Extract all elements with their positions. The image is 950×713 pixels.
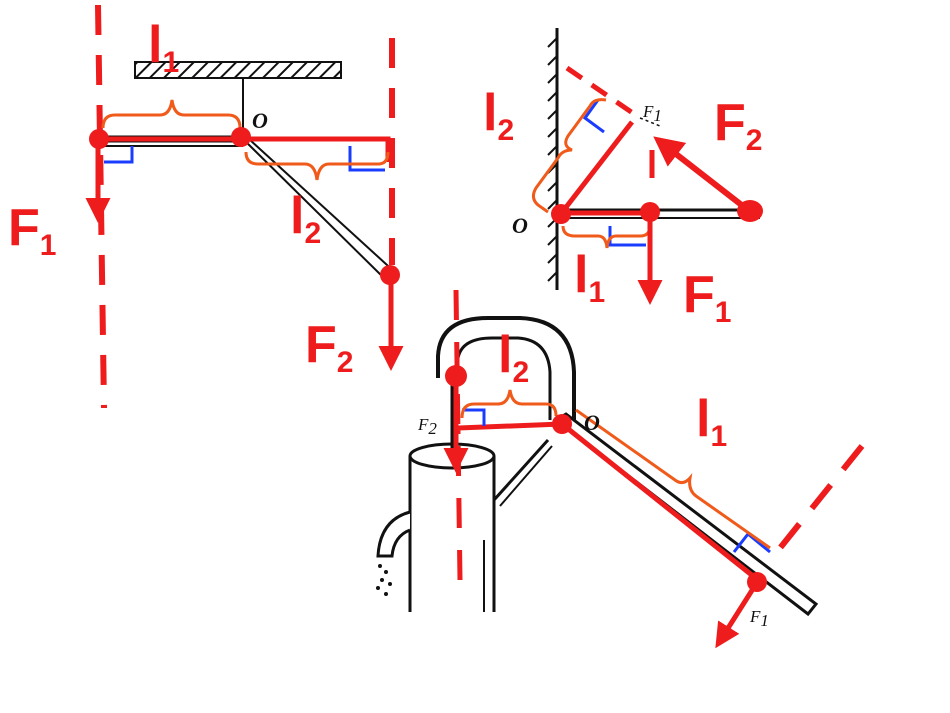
small-f2-label: F2 <box>417 415 437 438</box>
force-f2-label: F2 <box>305 316 353 379</box>
arm-l2-label: l2 <box>483 84 514 147</box>
pivot-point <box>552 414 572 434</box>
pump-arch <box>436 316 576 430</box>
arm-l1-label: l1 <box>148 16 179 79</box>
diagram-2-lever: O F1 l2 F2 l1 F1 <box>483 28 763 329</box>
force-f1-label: F1 <box>683 266 731 329</box>
force-f2-label: F2 <box>714 94 762 157</box>
pivot-point <box>551 204 571 224</box>
pivot-label: O <box>252 108 268 133</box>
pivot-label: O <box>584 410 600 435</box>
small-force-label: F1 <box>642 102 662 125</box>
pump-spout <box>376 510 411 558</box>
pump-strut <box>492 438 550 502</box>
ceiling-support <box>134 61 342 79</box>
brace-l1 <box>101 99 242 129</box>
pivot-label: O <box>512 213 528 238</box>
point-end-left <box>89 129 109 149</box>
force1-action-line <box>777 444 865 550</box>
arm-l2-line <box>558 120 634 217</box>
arm-l2-label: l2 <box>290 187 321 250</box>
force1-arrow <box>715 582 759 649</box>
point-end <box>737 200 763 222</box>
pivot-point <box>231 127 251 147</box>
brace-l1 <box>561 225 652 249</box>
point-handle-end <box>747 572 767 592</box>
arm-l1-label: l1 <box>574 246 605 309</box>
right-angle-mark-1 <box>582 99 605 134</box>
right-angle-mark-1 <box>104 146 134 164</box>
brace-l2 <box>531 98 607 214</box>
force2-arrow <box>653 136 750 213</box>
arm-l2-line <box>455 421 563 434</box>
water-drops <box>376 564 392 596</box>
force2-action-line <box>565 65 642 121</box>
arm-l1-label: l1 <box>696 390 727 453</box>
force-f1-label: F1 <box>8 199 56 262</box>
arm-l2-label: l2 <box>498 326 529 389</box>
lever-slanted-part <box>239 135 400 284</box>
small-f1-label: F1 <box>749 607 769 630</box>
right-angle-mark-2 <box>348 146 385 172</box>
brace-l2 <box>460 389 558 419</box>
brace-l1 <box>575 408 771 550</box>
point-end-right <box>380 265 400 285</box>
right-angle-mark-2 <box>608 226 646 247</box>
diagram-1-lever: O l1 l2 F1 F2 <box>8 4 404 409</box>
wall-hatching <box>547 37 558 282</box>
brace-l2 <box>244 151 390 181</box>
right-angle-mark-1 <box>462 408 486 426</box>
diagram-3-water-pump: O F2 F1 l2 l1 <box>376 289 865 649</box>
point-f1 <box>640 202 660 222</box>
point-rod-top <box>445 365 467 387</box>
pump-handle <box>553 412 819 617</box>
arm-l1-line <box>560 422 760 582</box>
